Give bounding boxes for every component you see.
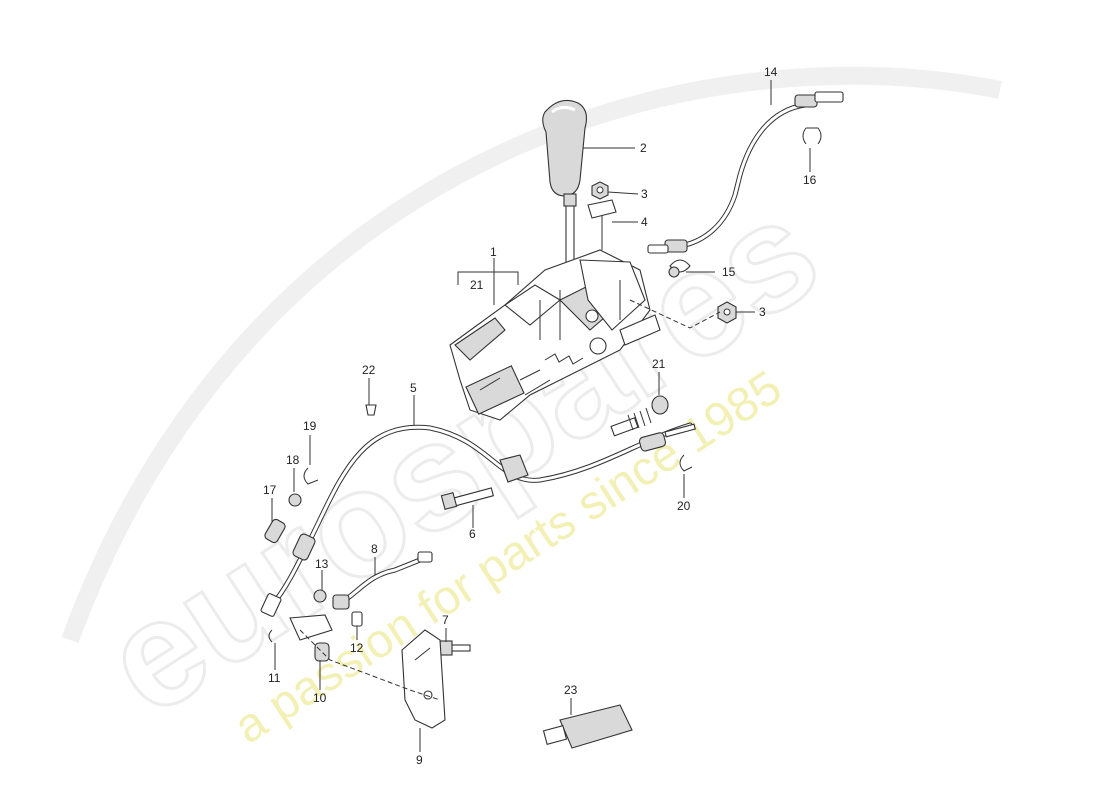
leader-lines xyxy=(271,80,811,752)
nut-lower xyxy=(717,301,737,324)
callout-23: 23 xyxy=(564,683,578,697)
callout-7: 7 xyxy=(442,613,449,627)
callout-3-lower: 3 xyxy=(759,305,766,319)
lever-10 xyxy=(268,614,333,662)
grease-tube xyxy=(542,704,633,749)
shift-cable xyxy=(260,422,696,617)
callout-21-left: 21 xyxy=(470,278,484,292)
callout-20: 20 xyxy=(677,499,691,513)
callout-9: 9 xyxy=(416,753,423,767)
callout-15: 15 xyxy=(722,265,736,279)
callout-4: 4 xyxy=(641,215,648,229)
callout-17: 17 xyxy=(263,483,277,497)
nut-upper xyxy=(591,181,609,200)
callout-18: 18 xyxy=(286,453,300,467)
mounting-bracket xyxy=(401,629,446,729)
watermark-brand: eurospares xyxy=(76,165,846,746)
callout-2: 2 xyxy=(640,141,647,155)
callout-12: 12 xyxy=(350,641,364,655)
callout-5: 5 xyxy=(410,381,417,395)
callout-14: 14 xyxy=(764,65,778,79)
screw-7 xyxy=(439,640,471,656)
callout-19: 19 xyxy=(303,419,317,433)
callout-13: 13 xyxy=(315,557,329,571)
bolt-6 xyxy=(440,487,495,510)
watermark: eurospares a passion for parts since 198… xyxy=(61,66,1002,754)
bracket xyxy=(587,199,617,250)
callout-3-upper: 3 xyxy=(641,187,648,201)
interlock-cable xyxy=(647,91,844,254)
callout-16: 16 xyxy=(803,173,817,187)
callout-10: 10 xyxy=(313,691,327,705)
circlip-20 xyxy=(679,454,693,472)
small-fittings-mid xyxy=(313,589,363,627)
callout-8: 8 xyxy=(371,542,378,556)
callout-labels: 1 2 3 3 4 5 6 7 8 9 10 11 12 13 14 15 16… xyxy=(263,65,817,767)
cable-clip-15 xyxy=(668,259,691,278)
callout-11: 11 xyxy=(268,671,281,685)
cable-end-right xyxy=(610,395,669,437)
selector-housing xyxy=(449,249,661,421)
callout-6: 6 xyxy=(469,527,476,541)
callout-21-right: 21 xyxy=(652,357,666,371)
circlip-16 xyxy=(802,127,822,145)
gear-knob xyxy=(542,99,587,197)
rod-8 xyxy=(332,551,433,610)
callout-1: 1 xyxy=(490,245,497,259)
small-fittings-left xyxy=(264,404,377,544)
callout-22: 22 xyxy=(362,363,376,377)
